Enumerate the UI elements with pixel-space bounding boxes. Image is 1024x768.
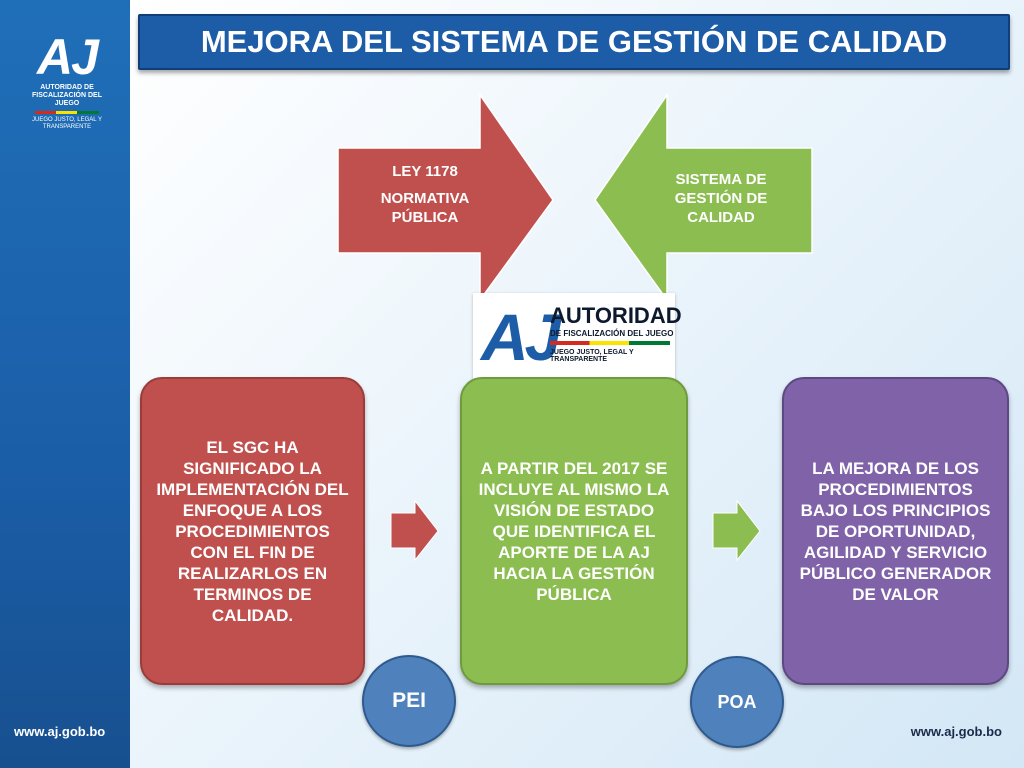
box-sgc: EL SGC HA SIGNIFICADO LA IMPLEMENTACIÓN … [140, 377, 365, 685]
arrow-green-label: SISTEMA DE GESTIÓN DE CALIDAD [674, 171, 768, 226]
connector-arrow-green [712, 499, 761, 562]
sidebar-logo: AJ AUTORIDAD DE FISCALIZACIÓN DEL JUEGO … [22, 30, 112, 131]
sidebar-logo-initials: AJ [37, 29, 99, 85]
arrow-green-shape [594, 92, 813, 303]
sidebar-logo-slogan: JUEGO JUSTO, LEGAL Y TRANSPARENTE [32, 117, 102, 130]
arrow-red-line1: LEY 1178 [392, 163, 458, 180]
center-logo-name: AUTORIDAD [550, 303, 682, 328]
footer-url-left: www.aj.gob.bo [14, 724, 106, 739]
sidebar-logo-name: AUTORIDAD DE FISCALIZACIÓN DEL JUEGO [32, 84, 102, 107]
sidebar: AJ AUTORIDAD DE FISCALIZACIÓN DEL JUEGO … [0, 0, 130, 768]
page-title: MEJORA DEL SISTEMA DE GESTIÓN DE CALIDAD [200, 24, 948, 59]
center-logo-slogan: JUEGO JUSTO, LEGAL Y TRANSPARENTE [550, 349, 634, 363]
connector-arrow-red [390, 499, 439, 562]
box-sgc-text: EL SGC HA SIGNIFICADO LA IMPLEMENTACIÓN … [156, 437, 349, 625]
center-logo-flag [550, 341, 670, 345]
circle-pei: PEI [362, 655, 456, 747]
arrow-red-shape [337, 92, 554, 303]
center-logo: AJ AUTORIDAD DE FISCALIZACIÓN DEL JUEGO … [473, 293, 682, 385]
circle-pei-label: PEI [392, 689, 426, 712]
arrow-red-label: LEY 1178 NORMATIVA PÚBLICA [350, 162, 500, 235]
arrow-red-line2: NORMATIVA PÚBLICA [380, 190, 470, 226]
box-mejora-text: LA MEJORA DE LOS PROCEDIMIENTOS BAJO LOS… [799, 458, 992, 604]
footer-url-right: www.aj.gob.bo [910, 724, 1002, 739]
box-2017: A PARTIR DEL 2017 SE INCLUYE AL MISMO LA… [460, 377, 688, 685]
circle-poa-label: POA [717, 691, 757, 712]
circle-poa: POA [690, 656, 784, 748]
title-bar: MEJORA DEL SISTEMA DE GESTIÓN DE CALIDAD [138, 14, 1010, 70]
center-logo-subtitle: DE FISCALIZACIÓN DEL JUEGO [550, 329, 674, 338]
box-mejora: LA MEJORA DE LOS PROCEDIMIENTOS BAJO LOS… [782, 377, 1009, 685]
box-2017-text: A PARTIR DEL 2017 SE INCLUYE AL MISMO LA… [478, 458, 670, 604]
center-logo-initials: AJ [481, 300, 561, 374]
sidebar-logo-flag [35, 111, 99, 114]
